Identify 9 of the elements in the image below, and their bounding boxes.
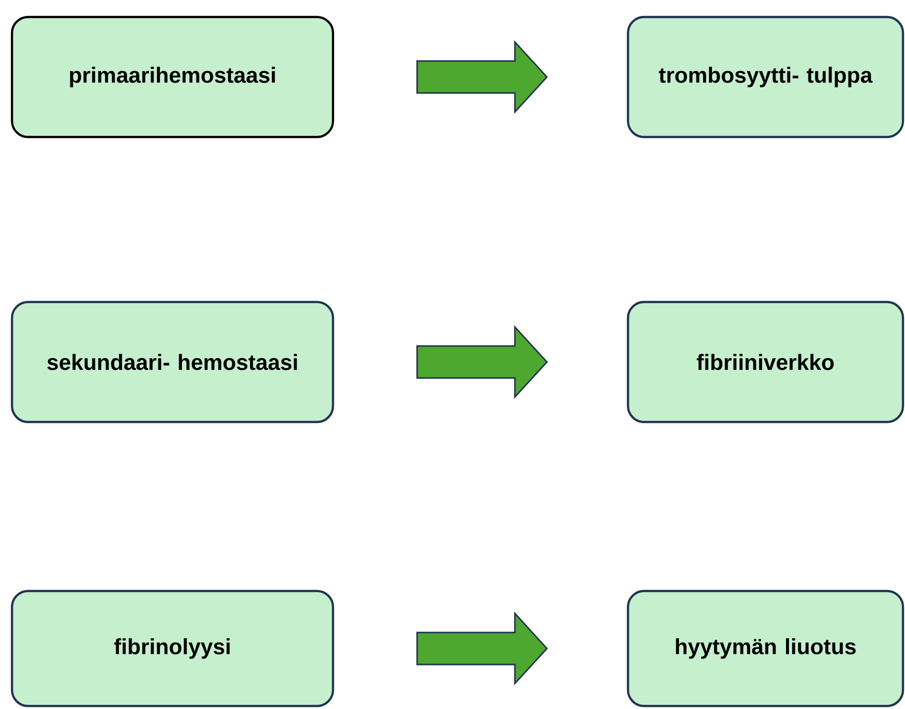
block-arrow [416,325,548,399]
process-box: fibrinolyysi [10,590,334,708]
process-box: sekundaari- hemostaasi [10,300,334,424]
process-box: hyytymän liuotus [626,590,904,708]
block-arrow [416,40,548,114]
process-box: primaarihemostaasi [10,16,334,138]
process-box: fibriiniverkko [626,300,904,424]
process-box: trombosyytti- tulppa [626,16,904,138]
block-arrow [416,612,548,686]
